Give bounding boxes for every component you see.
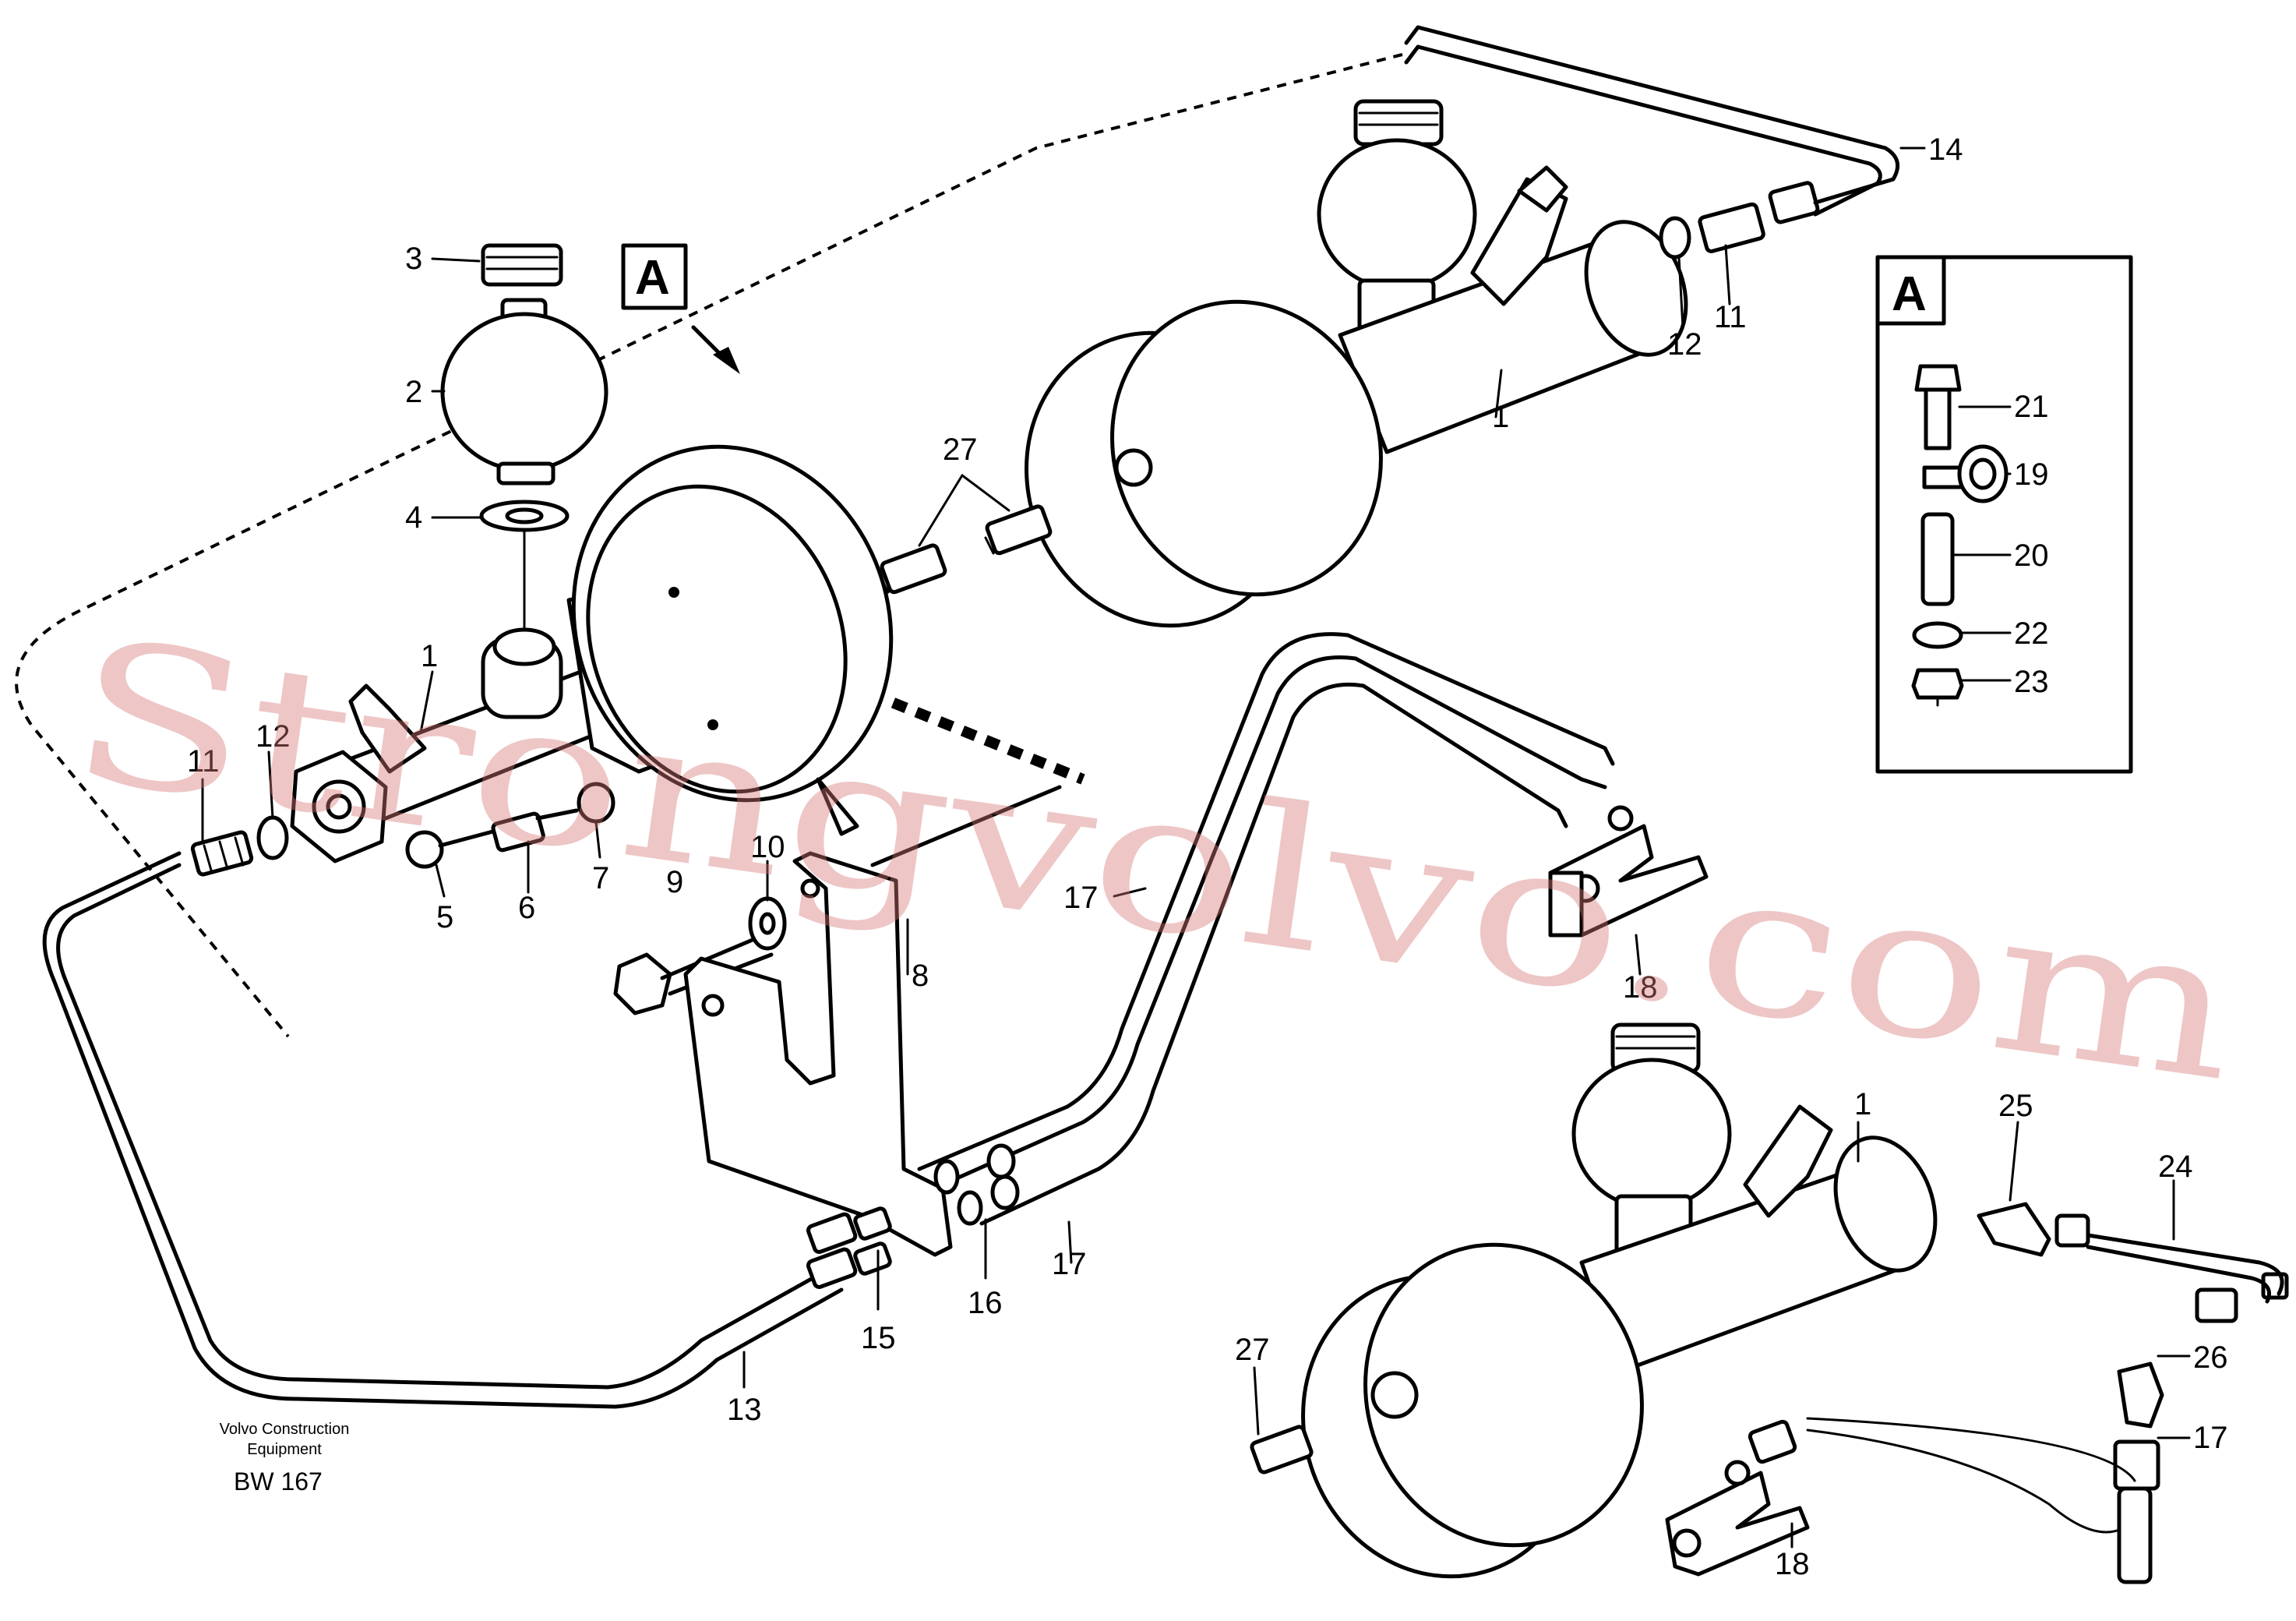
callout-17-c: 17: [2193, 1421, 2228, 1455]
callout-labels: 3 2 4 1 1 1 11 12 5 6 7 9 10 8 27 27 12 …: [187, 132, 2228, 1581]
view-a-label: A: [635, 251, 670, 305]
callout-2: 2: [405, 375, 422, 409]
view-a-marker: A: [621, 243, 688, 310]
callout-15: 15: [861, 1321, 896, 1355]
callout-21: 21: [2014, 390, 2049, 424]
callout-1-top: 1: [1492, 400, 1509, 434]
callout-18-top: 18: [1623, 970, 1658, 1005]
callout-17-a: 17: [1063, 881, 1099, 915]
detail-a-panel: [1875, 255, 2133, 774]
callout-16: 16: [968, 1286, 1003, 1320]
callout-6: 6: [518, 891, 535, 925]
callout-26: 26: [2193, 1340, 2228, 1375]
callout-3: 3: [405, 242, 422, 276]
credit-line-2: Equipment: [247, 1441, 322, 1458]
callout-24: 24: [2158, 1150, 2193, 1184]
callout-25: 25: [1998, 1089, 2033, 1123]
callout-19: 19: [2014, 457, 2049, 492]
callout-27-mid: 27: [943, 433, 978, 467]
detail-callout-labels: 21 19 20 22 23: [2014, 390, 2049, 699]
callout-23: 23: [2014, 665, 2049, 699]
callout-20: 20: [2014, 539, 2049, 573]
callout-9: 9: [666, 865, 683, 899]
credit-line-1: Volvo Construction: [220, 1421, 350, 1438]
callout-13: 13: [727, 1393, 762, 1427]
bracket-18-top: [1548, 805, 1709, 938]
bracket-8: [683, 851, 953, 1257]
callout-5: 5: [436, 900, 453, 934]
callout-1-left: 1: [421, 639, 438, 673]
master-cylinder-left: [290, 243, 894, 863]
leader-lines: [201, 147, 2191, 1549]
callout-8: 8: [912, 959, 929, 993]
fittings-27-middle: [879, 504, 1053, 595]
callout-11-left: 11: [187, 744, 220, 779]
callout-7: 7: [592, 861, 609, 895]
drawing-code: BW 167: [234, 1467, 323, 1496]
fittings-15-16: [806, 1143, 1020, 1289]
callout-12-left: 12: [256, 719, 291, 754]
callout-27-bottom: 27: [1235, 1333, 1270, 1367]
callout-18-bottom: 18: [1775, 1547, 1810, 1581]
callout-22: 22: [2014, 616, 2049, 651]
callout-11-top: 11: [1714, 300, 1747, 334]
bracket-18-bottom: [1665, 1419, 1810, 1577]
callout-4: 4: [405, 500, 422, 535]
lower-right-actuator: [1250, 1022, 2289, 1579]
callout-12-top: 12: [1667, 327, 1702, 362]
brake-pipes: [42, 25, 2284, 1584]
detail-a-title: A: [1892, 267, 1927, 321]
callout-10: 10: [750, 830, 785, 864]
callout-17-b: 17: [1052, 1247, 1087, 1281]
callout-1-bottom: 1: [1854, 1087, 1871, 1121]
callout-14: 14: [1928, 132, 1963, 167]
publisher-credit: Volvo Construction Equipment BW 167: [220, 1421, 350, 1496]
upper-right-actuator: [1025, 99, 1820, 628]
